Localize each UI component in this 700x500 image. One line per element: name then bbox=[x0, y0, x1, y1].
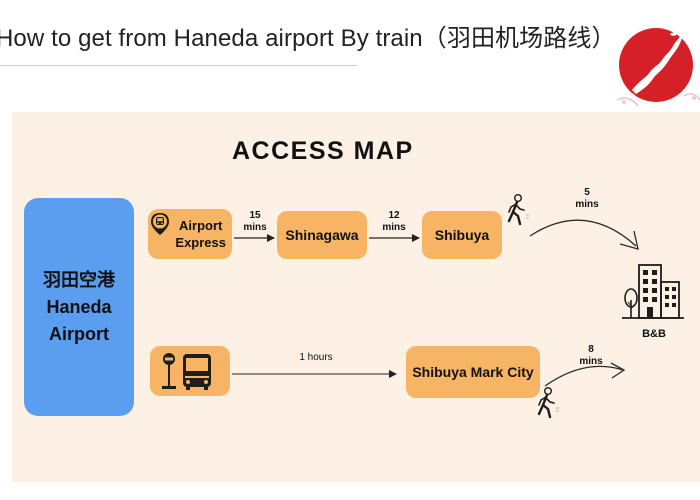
destination-label: B&B bbox=[642, 328, 666, 340]
shibuya-mark-city-label: Shibuya Mark City bbox=[412, 364, 534, 380]
bus-icon bbox=[162, 353, 211, 390]
walk2-time-num: 8 bbox=[588, 344, 594, 355]
walk2-time: 8 mins bbox=[574, 344, 608, 368]
japan-map-logo bbox=[617, 28, 700, 107]
leg1-time: 15 mins bbox=[238, 210, 272, 234]
walk1-time-unit: mins bbox=[575, 199, 599, 210]
walking-person-icon bbox=[507, 194, 529, 226]
origin-line-2: Haneda bbox=[46, 297, 112, 317]
walk1-time: 5 mins bbox=[568, 187, 606, 211]
title-divider bbox=[0, 65, 357, 66]
route2-leg-time: 1 hours bbox=[299, 352, 333, 363]
walk2-time-unit: mins bbox=[579, 356, 603, 367]
origin-line-1: 羽田空港 bbox=[43, 270, 115, 290]
walking-person-icon bbox=[537, 387, 559, 419]
leg2-time: 12 mins bbox=[377, 210, 411, 234]
shinagawa-label: Shinagawa bbox=[285, 227, 359, 243]
shibuya-mark-city-box: Shibuya Mark City bbox=[406, 346, 540, 398]
page-title: How to get from Haneda airport By train（… bbox=[0, 25, 616, 52]
walk1-time-num: 5 bbox=[584, 187, 590, 198]
shibuya-label: Shibuya bbox=[434, 227, 490, 243]
train-icon bbox=[151, 213, 169, 235]
leg1-time-unit: mins bbox=[243, 222, 267, 233]
shibuya-box: Shibuya bbox=[422, 211, 502, 259]
airport-express-line-2: Express bbox=[175, 235, 226, 250]
leg1-time-num: 15 bbox=[249, 210, 261, 221]
leg2-time-unit: mins bbox=[382, 222, 406, 233]
access-map-title: ACCESS MAP bbox=[232, 137, 414, 165]
leg2-time-num: 12 bbox=[388, 210, 400, 221]
origin-line-3: Airport bbox=[49, 324, 109, 344]
airport-express-line-1: Airport bbox=[179, 218, 223, 233]
hotel-building-icon bbox=[622, 264, 684, 319]
shinagawa-box: Shinagawa bbox=[277, 211, 367, 259]
haneda-airport-box: 羽田空港 Haneda Airport bbox=[24, 198, 134, 416]
